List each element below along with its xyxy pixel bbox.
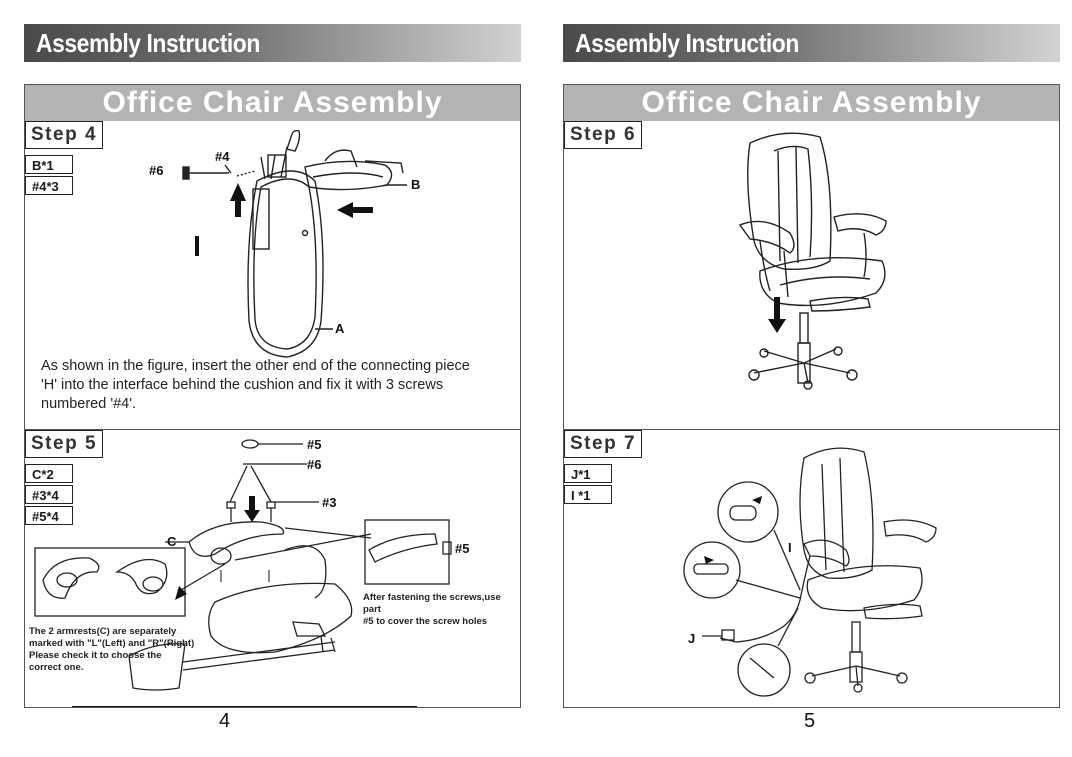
assembly-banner: Office Chair Assembly [564,85,1059,121]
bottom-rule [72,706,417,707]
assembly-title: Office Chair Assembly [102,86,443,119]
step-4-parts: B*1 #4*3 [25,155,73,197]
step-4-section: Step 4 B*1 #4*3 [25,121,520,429]
part-count: I *1 [564,485,612,504]
section-divider [564,429,1059,430]
callout-screw-6: #6 [149,163,163,178]
armrest-c [188,521,285,557]
right-page: Assembly Instruction Office Chair Assemb… [536,0,1072,757]
step-7-parts: J*1 I *1 [564,464,612,506]
step-5-illustration: #5 #6 #3 C #5 [34,437,469,691]
part-count: #5*4 [25,506,73,525]
part-count: B*1 [25,155,73,174]
callout-part-b: B [411,177,420,192]
step-6-label: Step 6 [564,121,643,149]
note-line: #5 to cover the screw holes [363,616,488,627]
callout-part-a: A [335,321,345,336]
callout-cap-5-detail: #5 [455,541,469,556]
step-4-illustration: #6 #4 B A [149,129,420,358]
note-line: The 2 armrests(C) are separately [29,626,177,637]
step-5-note-armrests: The 2 armrests(C) are separately marked … [29,626,209,674]
note-line: Please check it to choose the [29,650,162,661]
step-6-illustration [738,132,887,390]
page-number: 4 [219,710,231,732]
header-bar: Assembly Instruction [24,24,521,62]
assembly-title: Office Chair Assembly [641,86,982,119]
instruction-line: 'H' into the interface behind the cushio… [41,377,444,393]
header-title: Assembly Instruction [575,27,799,58]
step-7-illustration: I J [683,447,937,697]
step-5-parts: C*2 #3*4 #5*4 [25,464,73,527]
callout-screw-4: #4 [215,149,230,164]
callout-part-c: C [167,534,177,549]
left-page: Assembly Instruction Office Chair Assemb… [24,24,521,732]
assembly-frame: Office Chair Assembly Step 4 B*1 #4*3 [24,84,521,708]
step-6-section: Step 6 [564,121,1059,429]
instruction-line: As shown in the figure, insert the other… [41,358,470,374]
callout-adapter-j: J [688,631,695,646]
note-line: marked with "L"(Left) and "R"(Right) [29,638,195,649]
step-5-label: Step 5 [25,430,104,458]
step-7-label: Step 7 [564,430,643,458]
step-5-note-cover: After fastening the screws,use part #5 t… [363,592,521,628]
seat-b [304,160,393,191]
step-4-instructions: As shown in the figure, insert the other… [41,357,511,414]
page-number: 5 [804,710,816,732]
step-7-section: Step 7 J*1 I *1 [564,430,1059,708]
part-count: J*1 [564,464,612,483]
part-count: #3*4 [25,485,73,504]
note-line: correct one. [29,662,84,673]
chair-backrest [747,132,832,271]
section-divider [25,429,520,430]
callout-cable-i: I [788,540,792,555]
instruction-line: numbered '#4'. [41,396,137,412]
assembly-banner: Office Chair Assembly [25,85,520,121]
callout-washer-6: #6 [307,457,321,472]
chair-backrest [799,447,874,579]
part-count: C*2 [25,464,73,483]
step-5-section: Step 5 C*2 #3*4 #5*4 [25,430,520,708]
note-line: After fastening the screws,use part [363,592,501,615]
part-count: #4*3 [25,176,73,195]
step-4-label: Step 4 [25,121,104,149]
header-bar: Assembly Instruction [563,24,1060,62]
assembly-frame: Office Chair Assembly Step 6 [563,84,1060,708]
callout-screw-3: #3 [322,495,336,510]
callout-cap-5: #5 [307,437,321,452]
backrest-panel [247,170,324,358]
header-title: Assembly Instruction [36,27,260,58]
